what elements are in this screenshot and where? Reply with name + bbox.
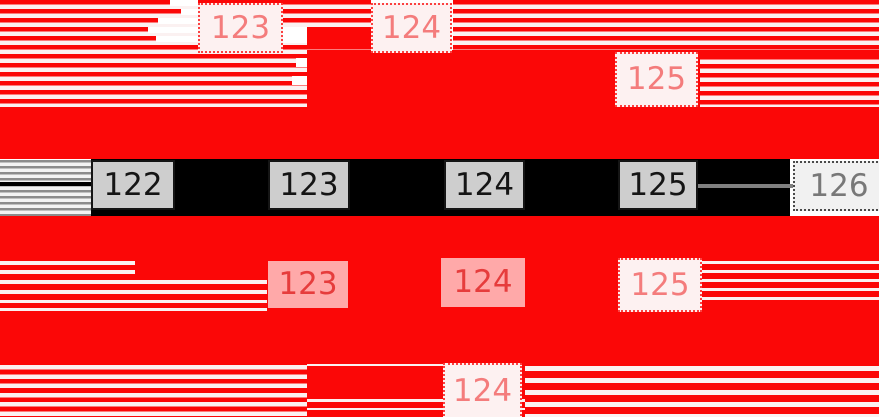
ghost-page-label-text: 125 xyxy=(630,266,690,303)
previous-page-thumbnail xyxy=(0,160,91,216)
top-right-text-lines xyxy=(453,0,879,53)
footer-right-text-lines xyxy=(525,363,879,417)
line-gap xyxy=(307,399,525,402)
ghost-page-label-top-123: 123 xyxy=(198,3,283,53)
line-gap xyxy=(0,280,267,284)
stripe-ragged-patch xyxy=(156,36,198,42)
spine-page-125: 125 xyxy=(618,160,698,210)
stripe-ragged-patch xyxy=(283,27,307,43)
spine-page-text: 123 xyxy=(279,166,339,203)
line-gap xyxy=(702,288,879,291)
line-gap xyxy=(307,364,443,366)
ghost-page-label-top-125: 125 xyxy=(615,52,698,107)
top-far-right-text-lines xyxy=(700,55,879,107)
spine-page-text: 125 xyxy=(628,166,688,203)
stripe-ragged-patch xyxy=(181,9,198,15)
ghost-page-label-text: 124 xyxy=(452,373,513,409)
line-gap xyxy=(0,270,135,274)
next-page-text: 126 xyxy=(809,167,869,204)
spine-page-122: 122 xyxy=(91,160,175,210)
added-page-label-123: 123 xyxy=(268,261,348,308)
stripe-ragged-patch xyxy=(296,58,307,67)
upper-red-band xyxy=(0,107,879,159)
left-connector-line xyxy=(0,182,91,186)
line-gap xyxy=(702,270,879,273)
added-page-label-text: 123 xyxy=(278,266,338,302)
spine-page-text: 122 xyxy=(103,166,163,203)
ghost-page-label-bottom-125: 125 xyxy=(618,258,702,312)
ghost-page-label-text: 123 xyxy=(210,9,271,46)
spine-page-text: 124 xyxy=(454,166,515,203)
stripe-ragged-patch xyxy=(148,27,198,33)
spine-page-123: 123 xyxy=(268,160,350,210)
ghost-page-label-top-124: 124 xyxy=(371,3,452,53)
stripe-ragged-patch xyxy=(158,18,198,24)
line-gap xyxy=(0,308,267,311)
ghost-page-label-text: 124 xyxy=(381,9,442,46)
ghost-page-label-text: 125 xyxy=(626,61,687,97)
right-connector-line xyxy=(698,184,793,188)
spine-page-124: 124 xyxy=(444,160,525,210)
line-gap xyxy=(702,261,879,264)
next-page-box-126: 126 xyxy=(793,161,879,211)
line-gap xyxy=(702,297,879,300)
line-gap xyxy=(0,300,267,303)
stripe-ragged-patch xyxy=(170,0,198,6)
line-gap xyxy=(307,408,525,410)
added-page-label-text: 124 xyxy=(453,264,513,300)
ghost-page-label-footer-124: 124 xyxy=(443,363,522,417)
line-gap xyxy=(702,279,879,282)
added-page-label-124: 124 xyxy=(441,258,525,307)
line-gap xyxy=(0,261,135,265)
highlight-chunk xyxy=(307,27,371,46)
footer-left-text-lines xyxy=(0,363,307,417)
stripe-ragged-patch xyxy=(292,76,307,85)
line-gap xyxy=(0,290,267,294)
